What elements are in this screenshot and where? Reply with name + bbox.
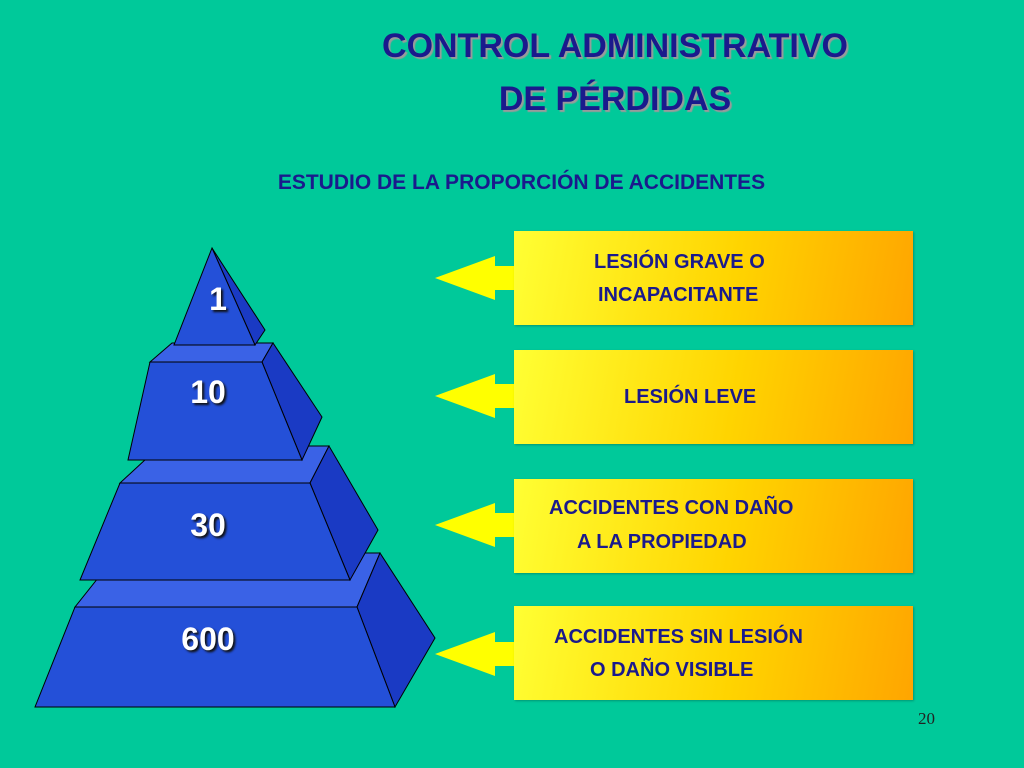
arrow-4: [435, 632, 515, 676]
arrow-2: [435, 374, 515, 418]
label-box-property-damage: ACCIDENTES CON DAÑO A LA PROPIEDAD: [514, 479, 913, 573]
label-box-property-damage-line2: A LA PROPIEDAD: [577, 531, 747, 553]
arrow-1: [435, 256, 515, 300]
pyramid-level-10-top: [148, 342, 274, 363]
label-box-no-injury-line2: O DAÑO VISIBLE: [590, 659, 754, 681]
slide-title-line1: CONTROL ADMINISTRATIVO: [382, 27, 848, 65]
pyramid-level-30-front: [79, 482, 351, 581]
page-number: 20: [918, 709, 935, 728]
pyramid-value-600: 600: [181, 621, 235, 657]
slide-title-line2: DE PÉRDIDAS: [498, 80, 732, 118]
pyramid-value-1: 1: [209, 281, 227, 317]
slide-subtitle: ESTUDIO DE LA PROPORCIÓN DE ACCIDENTES: [277, 171, 766, 194]
pyramid-level-10: [127, 342, 323, 462]
label-box-minor-injury-line1: LESIÓN LEVE: [624, 386, 757, 408]
label-box-serious-injury: LESIÓN GRAVE O INCAPACITANTE: [514, 231, 913, 325]
arrow-3: [435, 503, 515, 547]
label-box-property-damage-line1: ACCIDENTES CON DAÑO: [549, 497, 794, 519]
pyramid-level-600-front: [34, 606, 396, 708]
pyramid-level-1: [173, 246, 266, 347]
label-box-no-injury: ACCIDENTES SIN LESIÓN O DAÑO VISIBLE: [514, 606, 913, 700]
pyramid-level-1-front: [173, 246, 256, 346]
pyramid-level-10-front: [127, 361, 303, 461]
label-box-no-injury-line1: ACCIDENTES SIN LESIÓN: [554, 626, 803, 648]
label-box-serious-injury-line2: INCAPACITANTE: [598, 284, 759, 306]
label-box-serious-injury-line1: LESIÓN GRAVE O: [594, 251, 765, 273]
pyramid-value-10: 10: [190, 374, 226, 410]
pyramid-value-30: 30: [190, 507, 226, 543]
label-box-minor-injury: LESIÓN LEVE: [514, 350, 913, 444]
